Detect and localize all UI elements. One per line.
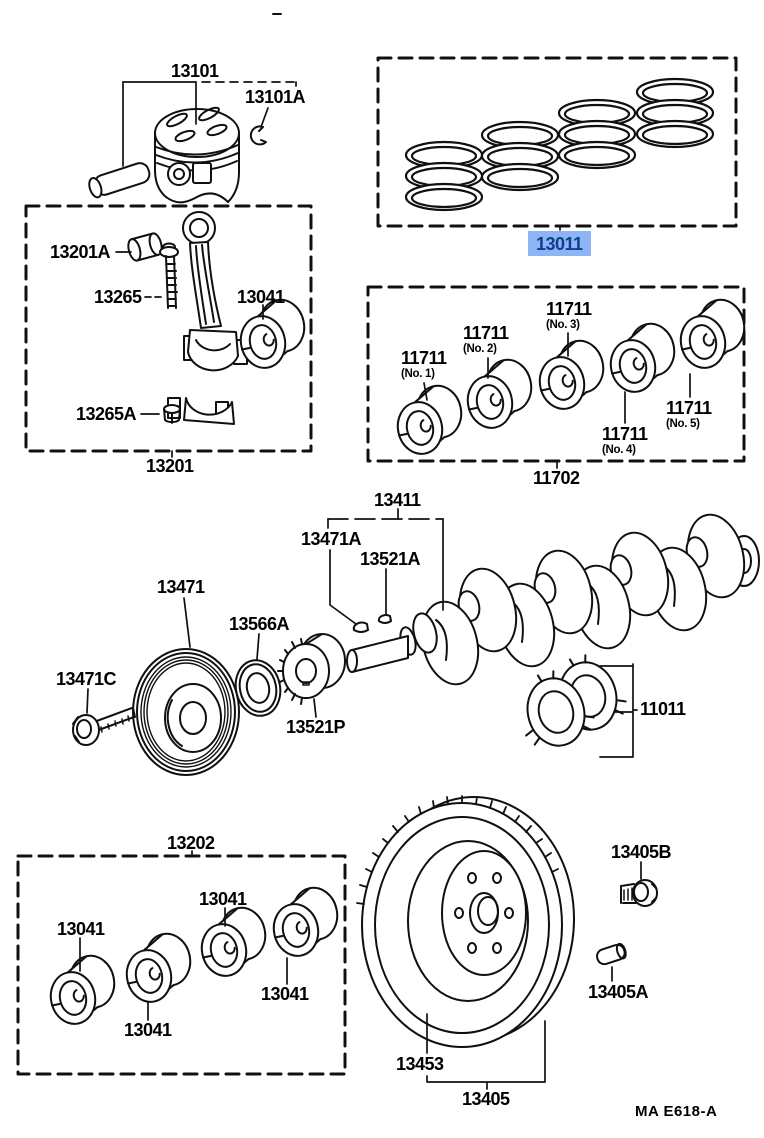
leader-lines: [79, 81, 691, 1090]
part-label-13202: 13202: [167, 833, 215, 853]
connecting-rod-drawing: [127, 211, 313, 425]
pulley-key-drawing: [352, 621, 369, 633]
main-bearing-position: (No. 4): [602, 444, 636, 456]
part-label-13471: 13471: [157, 577, 205, 597]
gear-key-drawing: [377, 614, 392, 624]
part-label-13041-2: 13041: [199, 889, 247, 909]
part-label-13471A: 13471A: [301, 529, 362, 549]
ring-set-label[interactable]: 13011: [528, 231, 591, 256]
part-label-13405B: 13405B: [611, 842, 672, 862]
ring-set-box: [376, 56, 738, 228]
footer-code: MA E618-A: [635, 1103, 718, 1120]
main-bearing-box: [366, 285, 746, 463]
main-bearing-position: (No. 5): [666, 418, 700, 430]
main-bearing-code: 11711: [666, 398, 712, 418]
flywheel-drawing: [356, 795, 575, 1048]
part-label-13101A: 13101A: [245, 87, 306, 107]
part-label-13201: 13201: [146, 456, 194, 476]
main-bearing-label-3: 11711 (No. 3): [546, 300, 592, 332]
part-label-13521A: 13521A: [360, 549, 421, 569]
pulley-bolt-drawing: [72, 707, 136, 746]
main-bearing-position: (No. 2): [463, 343, 497, 355]
main-bearing-label-1: 11711 (No. 1): [401, 349, 447, 381]
crankshaft-drawing: [346, 513, 760, 686]
part-label-11702: 11702: [533, 468, 580, 488]
piston-drawing: [88, 106, 240, 204]
part-label-13041-1: 13041: [57, 919, 105, 939]
main-bearing-position: (No. 3): [546, 319, 580, 331]
part-label-13566A: 13566A: [229, 614, 290, 634]
part-label-13101: 13101: [171, 61, 219, 81]
main-bearing-label-2: 11711 (No. 2): [463, 324, 509, 356]
oil-seal-drawing: [234, 659, 282, 717]
part-label-13265A: 13265A: [76, 404, 137, 424]
dowel-pin-drawing: [596, 942, 627, 966]
part-label-13041-3: 13041: [124, 1020, 172, 1040]
pin-snap-ring-drawing: [249, 125, 267, 146]
main-bearing-code: 11711: [546, 299, 592, 319]
timing-gear-drawing: [277, 633, 346, 705]
main-bearing-code: 11711: [602, 424, 648, 444]
part-label-11011: 11011: [640, 699, 686, 719]
part-label-13453: 13453: [396, 1054, 444, 1074]
part-label-13411: 13411: [374, 490, 421, 510]
part-label-13405A: 13405A: [588, 982, 649, 1002]
part-label-13265: 13265: [94, 287, 142, 307]
lower-bearings-drawing: [42, 882, 346, 1030]
part-label-13521P: 13521P: [286, 717, 346, 737]
main-bearing-label-5: 11711 (No. 5): [666, 399, 712, 431]
connecting-rod-box: [24, 204, 313, 453]
flywheel-bolt-drawing: [620, 879, 658, 907]
part-label-13471C: 13471C: [56, 669, 117, 689]
part-label-13041-4: 13041: [261, 984, 309, 1004]
main-bearing-label-4: 11711 (No. 4): [602, 425, 648, 457]
main-bearing-code: 11711: [401, 348, 447, 368]
crankshaft-pulley-drawing: [132, 648, 240, 776]
main-bearing-position: (No. 1): [401, 368, 435, 380]
piston-ring-set-drawing: [404, 77, 715, 212]
rod-nut-drawing: [163, 404, 181, 424]
part-label-13201A: 13201A: [50, 242, 111, 262]
part-label-13405: 13405: [462, 1089, 510, 1109]
ring-gear-teeth: [356, 795, 559, 905]
main-bearing-code: 11711: [463, 323, 509, 343]
part-label-13041-rod: 13041: [237, 287, 285, 307]
